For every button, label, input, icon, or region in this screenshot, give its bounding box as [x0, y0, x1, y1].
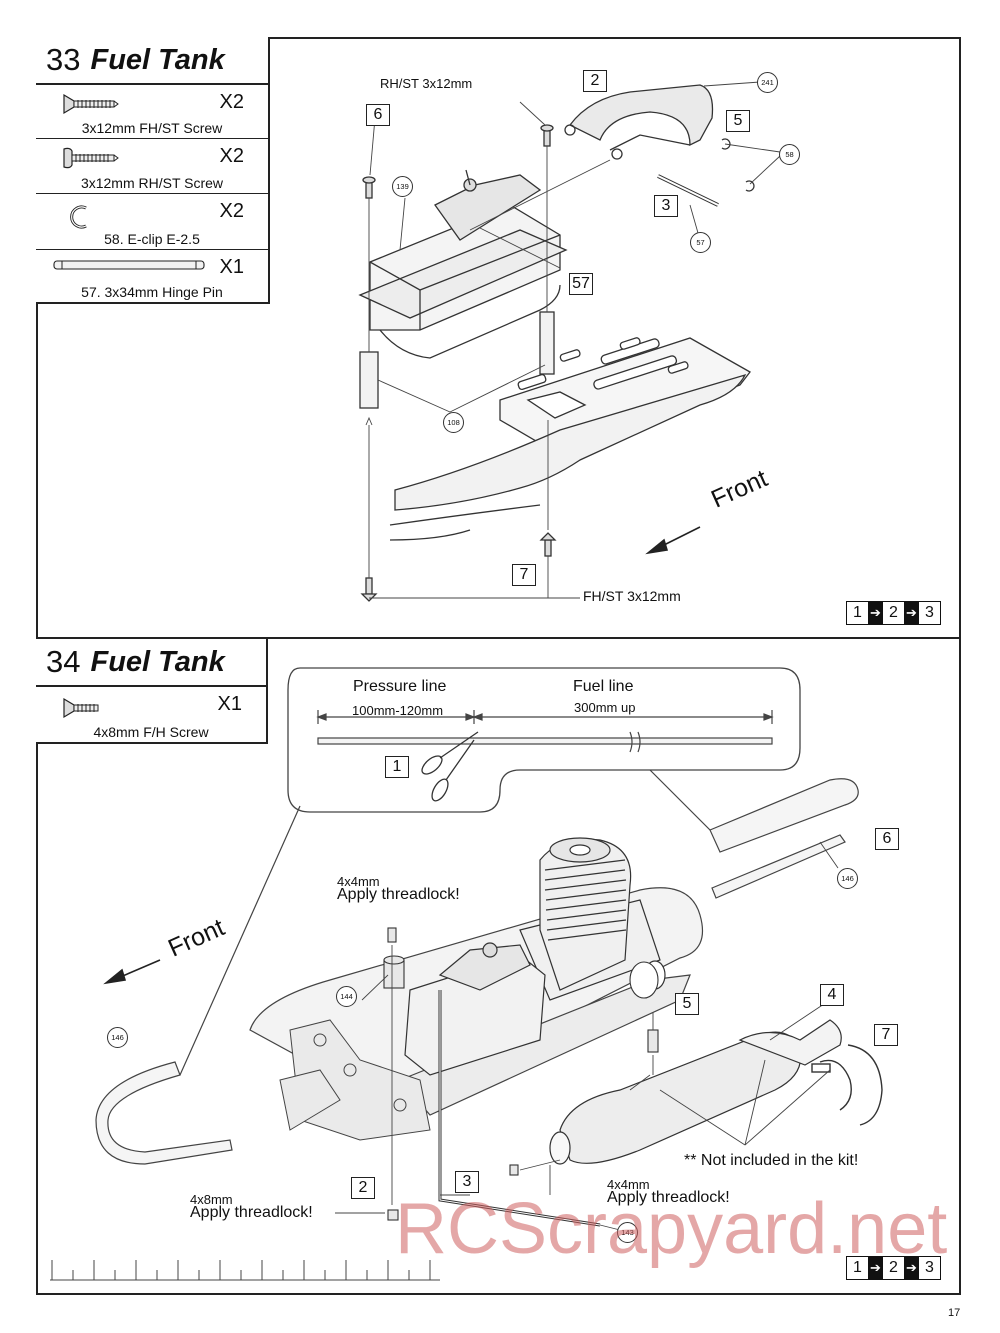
label-threadlock-b: Apply threadlock! — [190, 1204, 313, 1221]
label-threadlock-a-size: 4x4mm — [337, 874, 380, 889]
page-number: 17 — [948, 1307, 961, 1319]
sequence-33-step-3: 3 — [919, 602, 940, 624]
part-no-241: 241 — [757, 72, 778, 93]
step-34-title: Fuel Tank — [90, 645, 225, 678]
callout-33-6: 6 — [366, 104, 390, 126]
parts-row-fh-screw: X2 3x12mm FH/ST Screw — [36, 85, 268, 138]
step-33-title-box: 33 Fuel Tank — [36, 37, 270, 85]
step-33-title: Fuel Tank — [90, 43, 225, 76]
exhaust-pipe — [549, 1019, 842, 1165]
label-not-included: ** Not included in the kit! — [684, 1152, 859, 1169]
label-pressure-length: 100mm-120mm — [352, 703, 444, 718]
callout-33-2: 2 — [583, 70, 607, 92]
part-no-146-left: 146 — [107, 1027, 128, 1048]
step-33-number: 33 — [46, 42, 81, 77]
hinge-pin-icon — [53, 260, 205, 270]
step-34-panel — [36, 637, 961, 1295]
tank-lid — [569, 84, 714, 147]
sequence-33-step-1: 1 — [847, 602, 868, 624]
callout-33-57: 57 — [569, 273, 593, 295]
qty-e-clip: X2 — [219, 200, 244, 222]
step-33-parts-list: X2 3x12mm FH/ST Screw X2 3x12mm RH/ST Sc… — [36, 85, 270, 304]
fuel-line-left — [95, 1061, 233, 1165]
parts-row-fh-screw-4x8: X1 4x8mm F/H Screw — [36, 687, 266, 742]
arrow-right-icon: ➔ — [906, 1260, 917, 1275]
parts-row-hinge-pin: X1 57. 3x34mm Hinge Pin — [36, 249, 268, 302]
label-fuel-length: 300mm up — [574, 700, 636, 715]
sequence-34-step-2: 2 — [883, 1257, 904, 1279]
sequence-33-step-2: 2 — [883, 602, 904, 624]
label-rh-screw: RH/ST 3x12mm — [380, 76, 473, 91]
callout-34-4: 4 — [820, 984, 844, 1006]
callout-34-5: 5 — [675, 993, 699, 1015]
parts-row-e-clip: X2 58. E-clip E-2.5 — [36, 193, 268, 249]
rh-screw-icon — [63, 147, 119, 169]
step-34-parts-list: X1 4x8mm F/H Screw — [36, 687, 268, 744]
part-no-143: 143 — [617, 1222, 638, 1243]
sequence-34: 1 ➔ 2 ➔ 3 — [846, 1256, 941, 1280]
part-no-58: 58 — [779, 144, 800, 165]
callout-33-7: 7 — [512, 564, 536, 586]
callout-34-1: 1 — [385, 756, 409, 778]
front-arrow-34 — [103, 959, 161, 985]
label-threadlock-a: Apply threadlock! — [337, 886, 460, 903]
label-threadlock-c: Apply threadlock! — [607, 1189, 730, 1206]
callout-33-5: 5 — [726, 110, 750, 132]
part-no-144: 144 — [336, 986, 357, 1007]
label-fh-screw: FH/ST 3x12mm — [583, 588, 681, 604]
qty-hinge-pin: X1 — [219, 256, 244, 278]
step-34-title-box: 34 Fuel Tank — [36, 639, 268, 687]
fh-screw-icon — [63, 697, 99, 719]
fuel-line-upper — [709, 778, 859, 853]
part-name-fh-screw: 3x12mm FH/ST Screw — [81, 120, 223, 136]
sequence-33: 1 ➔ 2 ➔ 3 — [846, 601, 941, 625]
callout-34-7: 7 — [874, 1024, 898, 1046]
step-34-number: 34 — [46, 644, 81, 679]
part-no-146-right: 146 — [837, 868, 858, 889]
part-no-108: 108 — [443, 412, 464, 433]
label-threadlock-b-size: 4x8mm — [190, 1192, 233, 1207]
e-clip-icon — [70, 205, 87, 229]
callout-34-2: 2 — [351, 1177, 375, 1199]
ruler — [50, 1260, 440, 1281]
watermark: RCScrapyard.net — [395, 1189, 948, 1269]
part-name-rh-screw: 3x12mm RH/ST Screw — [80, 175, 224, 191]
arrow-right-icon: ➔ — [870, 1260, 881, 1275]
arrow-right-icon: ➔ — [870, 605, 881, 620]
callout-34-3: 3 — [455, 1171, 479, 1193]
front-arrow-33 — [645, 526, 701, 555]
label-threadlock-c-size: 4x4mm — [607, 1177, 650, 1192]
part-name-fh-screw-4x8: 4x8mm F/H Screw — [93, 724, 209, 740]
part-no-139: 139 — [392, 176, 413, 197]
label-fuel-line: Fuel line — [573, 678, 634, 695]
qty-fh-screw: X2 — [219, 91, 244, 113]
scissors-icon — [421, 731, 479, 802]
callout-33-3: 3 — [654, 195, 678, 217]
parts-row-rh-screw: X2 3x12mm RH/ST Screw — [36, 138, 268, 193]
label-pressure-line: Pressure line — [353, 678, 447, 695]
arrow-right-icon: ➔ — [906, 605, 917, 620]
qty-rh-screw: X2 — [219, 145, 244, 167]
part-name-hinge-pin: 57. 3x34mm Hinge Pin — [81, 284, 223, 300]
callout-34-6: 6 — [875, 828, 899, 850]
part-no-57: 57 — [690, 232, 711, 253]
sequence-34-step-1: 1 — [847, 1257, 868, 1279]
sequence-34-step-3: 3 — [919, 1257, 940, 1279]
step-33-illustration — [358, 81, 781, 602]
part-name-e-clip: 58. E-clip E-2.5 — [104, 231, 200, 247]
chassis-side-rail — [394, 373, 747, 511]
qty-fh-screw-4x8: X1 — [217, 693, 242, 715]
fh-screw-icon — [63, 93, 119, 115]
